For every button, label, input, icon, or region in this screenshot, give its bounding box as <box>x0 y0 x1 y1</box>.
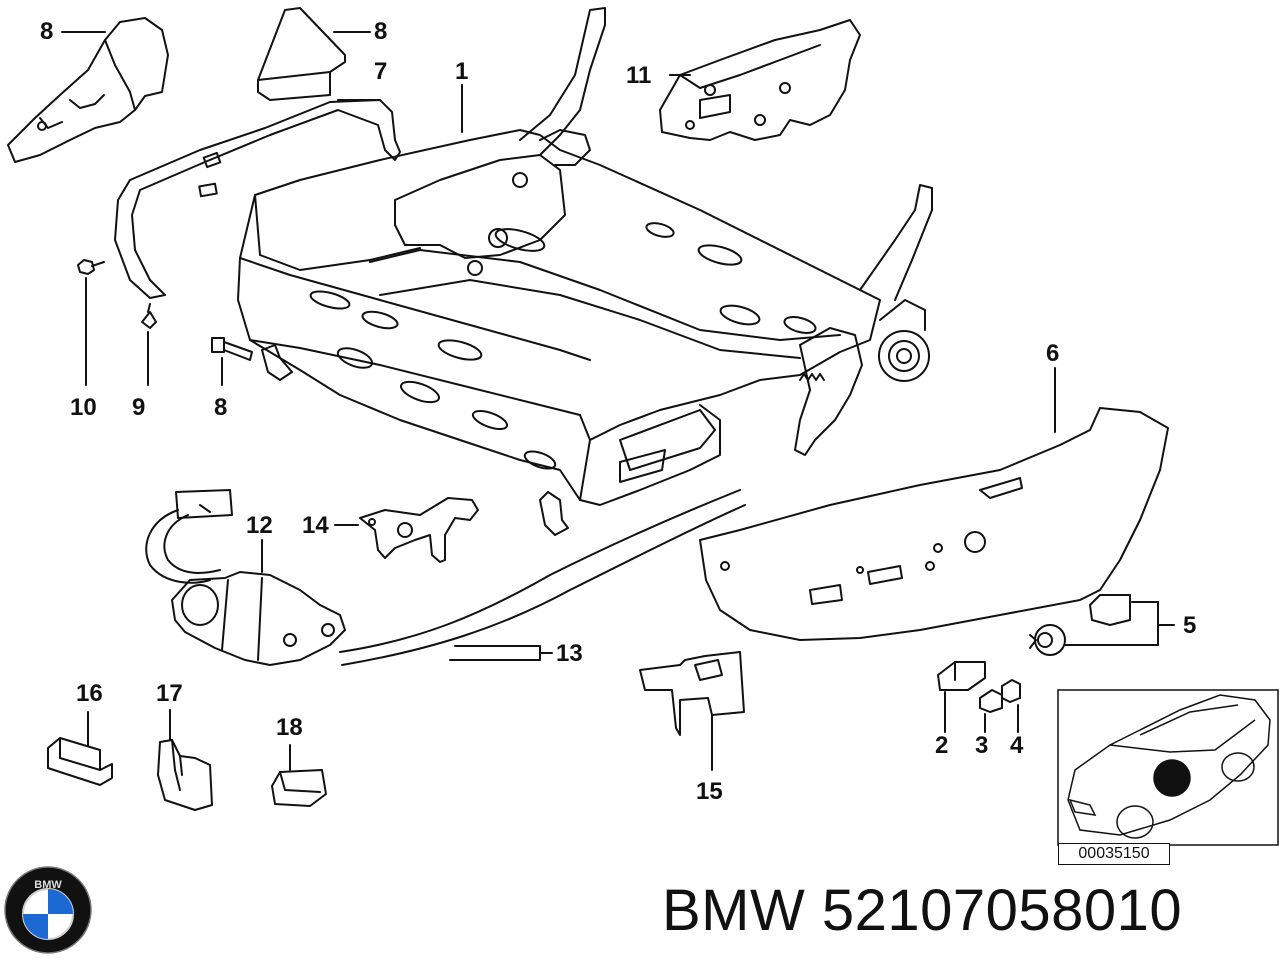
callout-16: 15 <box>696 778 723 805</box>
inset-diagram-code: 00035150 <box>1058 843 1170 865</box>
callout-17: 16 <box>76 680 103 707</box>
part-4-button <box>1001 679 1021 703</box>
callout-2: 2 <box>935 732 949 759</box>
callout-13: 12 <box>246 512 273 539</box>
part-3-button <box>979 689 1003 713</box>
callout-8-top: 8 <box>374 18 388 45</box>
part-10-clip <box>141 303 157 329</box>
callout-12: 11 <box>626 62 652 89</box>
inset-car-locator <box>1057 689 1279 846</box>
part-8-left-cover <box>7 17 169 163</box>
callout-10: 9 <box>132 394 146 421</box>
callout-3: 3 <box>975 732 989 759</box>
callout-8-left: 8 <box>40 18 54 45</box>
part-5-switch-cover <box>1029 594 1131 656</box>
part-6-side-panel <box>699 407 1169 641</box>
callout-11: 10 <box>70 394 97 421</box>
part-18-clip <box>157 739 213 811</box>
callout-4: 4 <box>1010 732 1024 759</box>
part-8-top-cover <box>257 7 346 101</box>
leader-5 <box>1064 601 1159 646</box>
callout-18: 17 <box>156 680 183 707</box>
part-11-screw <box>77 259 105 275</box>
part-number-caption: BMW 52107058010 <box>662 878 1183 943</box>
part-12-motor-assembly <box>659 19 861 141</box>
part-9-bolt <box>211 337 253 361</box>
part-15-bracket <box>359 497 479 563</box>
callout-6: 6 <box>1046 340 1060 367</box>
part-19-pad <box>271 769 327 807</box>
part-2-switch <box>937 661 986 691</box>
callout-15: 14 <box>302 512 329 539</box>
callout-7: 7 <box>374 58 388 85</box>
bmw-logo: BMW <box>4 866 92 954</box>
part-17-cap <box>47 737 113 786</box>
part-7-trim-strip <box>114 99 401 299</box>
callout-9: 8 <box>214 394 228 421</box>
callout-1: 1 <box>455 58 469 85</box>
callout-14: 13 <box>556 640 583 667</box>
callout-19: 18 <box>276 714 303 741</box>
part-14-cables <box>339 489 746 666</box>
leader-14 <box>449 645 541 661</box>
bmw-logo-letters: BMW <box>34 879 62 891</box>
part-16-clip-bracket <box>639 651 745 736</box>
part-13-motor <box>145 489 346 666</box>
callout-5: 5 <box>1183 612 1197 639</box>
part-1-seat-frame <box>237 7 933 536</box>
